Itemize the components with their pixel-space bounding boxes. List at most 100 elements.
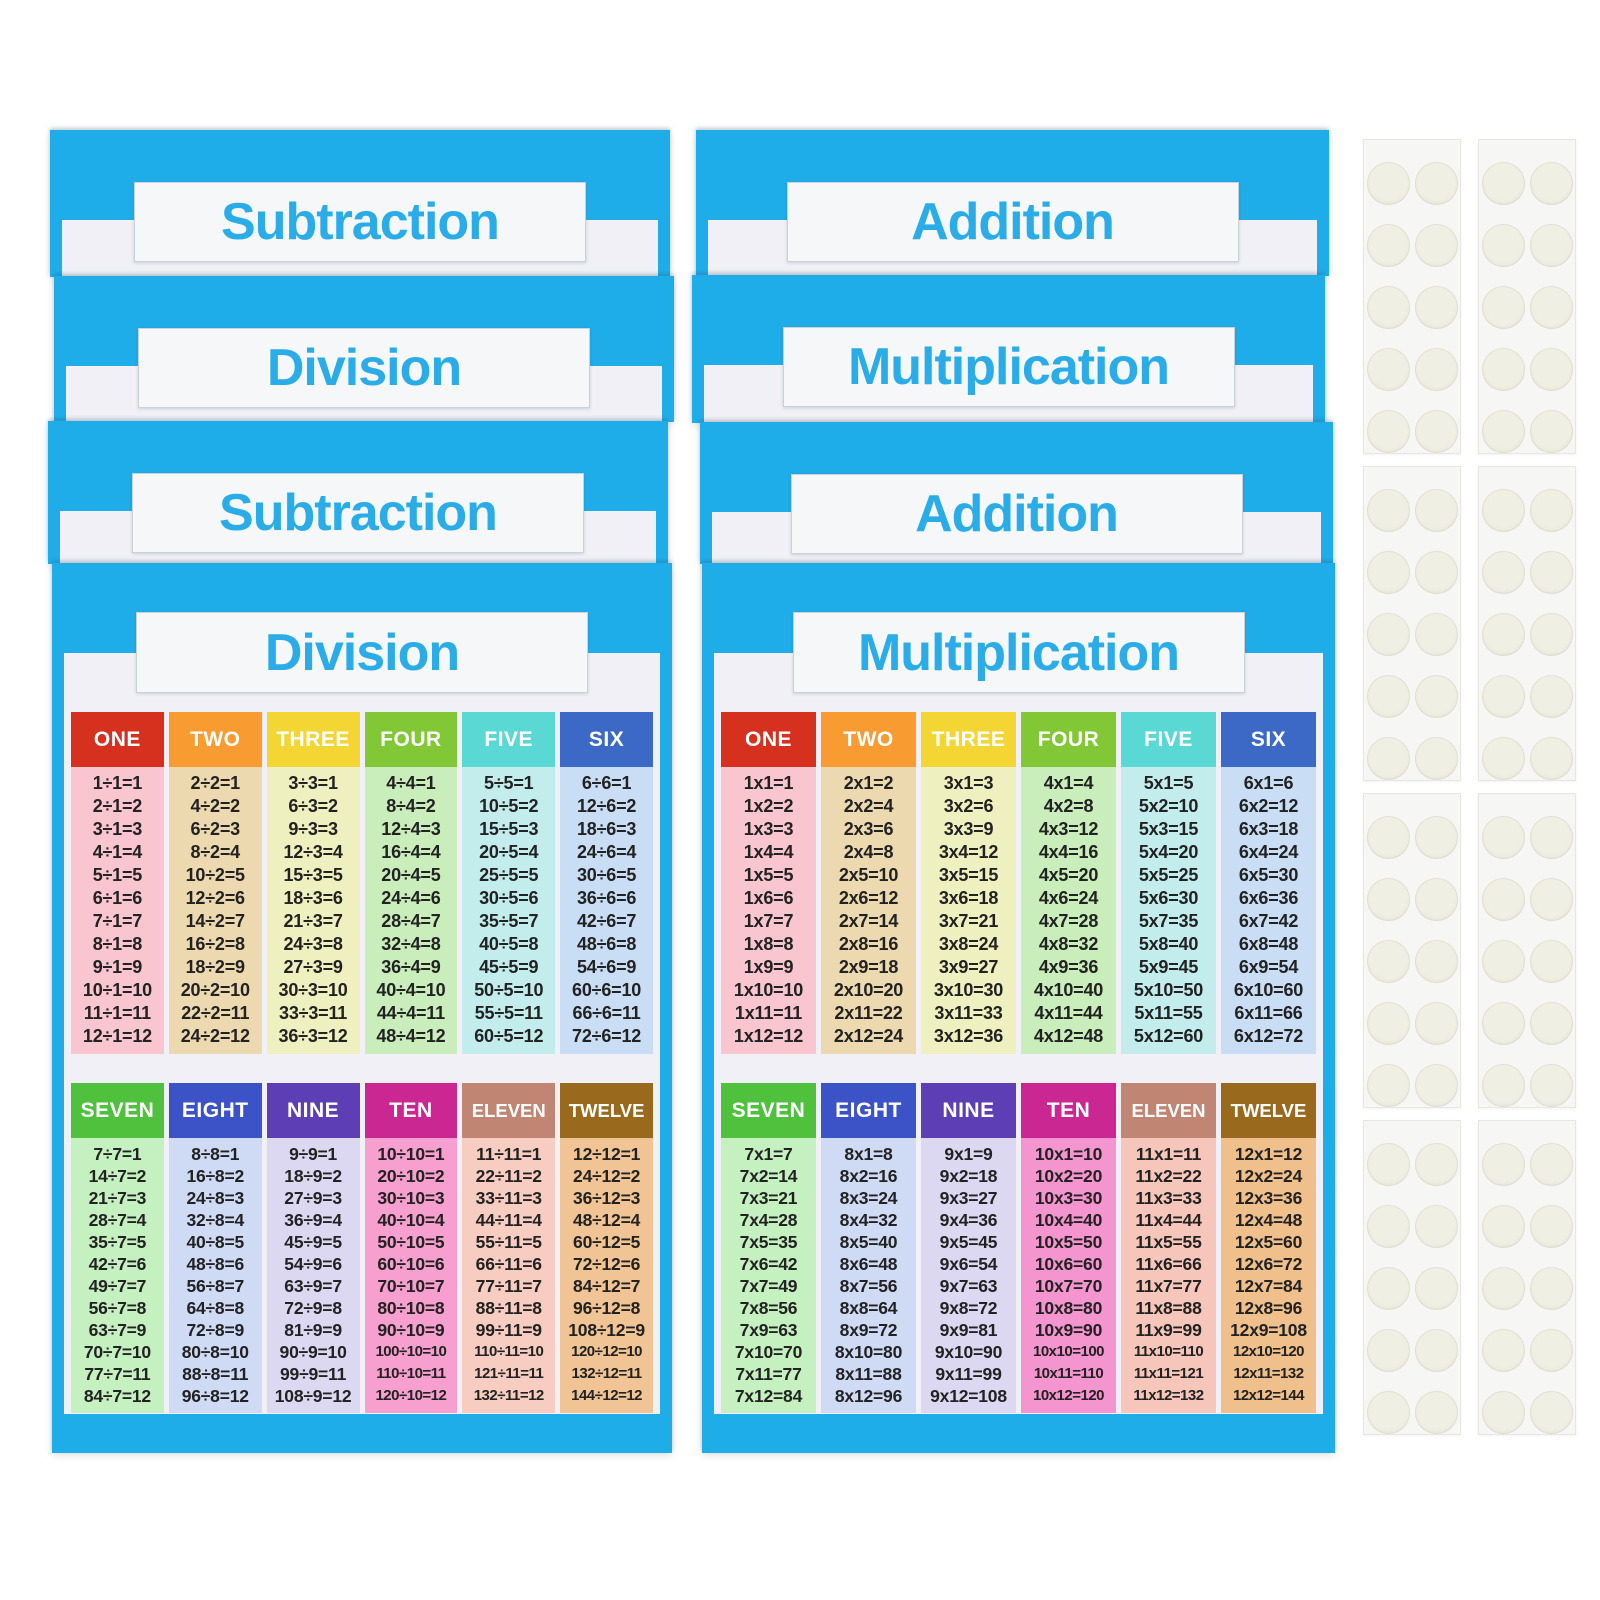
equation-cell: 9x3=27 — [939, 1188, 998, 1208]
column-header-label: ONE — [744, 727, 792, 751]
sticker-dot — [1414, 1391, 1458, 1434]
column-header-label: TWELVE — [1230, 1099, 1307, 1121]
equation-cell: 21÷7=3 — [88, 1188, 147, 1208]
column-header-label: ELEVEN — [471, 1099, 546, 1121]
poster-title-banner: Addition — [786, 182, 1239, 262]
equation-cell: 22÷2=11 — [181, 1003, 250, 1023]
column-header: NINE — [266, 1083, 360, 1138]
equation-cell: 9÷1=9 — [92, 957, 143, 977]
equation-cell: 44÷11=4 — [475, 1210, 542, 1230]
equation-cell: 20÷4=5 — [381, 865, 441, 885]
equation-cell: 8x3=24 — [839, 1188, 898, 1208]
equation-cell: 10÷2=5 — [185, 865, 245, 885]
equation-cell: 100÷10=10 — [375, 1343, 447, 1360]
equation-cell: 12x11=132 — [1233, 1365, 1304, 1382]
equation-cell: 24÷8=3 — [186, 1188, 245, 1208]
column-header: FOUR — [1021, 712, 1116, 767]
equation-cell: 9x9=81 — [939, 1320, 998, 1340]
equation-cell: 9÷3=3 — [288, 819, 338, 839]
equation-cell: 36÷3=12 — [278, 1026, 348, 1046]
equation-cell: 10x7=70 — [1034, 1276, 1103, 1296]
equation-cell: 50÷10=5 — [377, 1232, 445, 1252]
column-header: TWO — [168, 712, 262, 767]
column-header-label: FIVE — [1144, 727, 1193, 751]
sticker-dot — [1481, 940, 1525, 983]
sticker-dot — [1366, 1267, 1410, 1310]
column-header: ELEVEN — [1121, 1083, 1216, 1138]
column-header: TWELVE — [1221, 1083, 1316, 1138]
equation-cell: 4x4=16 — [1038, 842, 1099, 862]
equation-cell: 18÷6=3 — [576, 819, 637, 839]
column-header-label: NINE — [942, 1098, 995, 1122]
sticker-dot — [1366, 348, 1410, 391]
equation-cell: 8x12=96 — [834, 1386, 903, 1406]
equation-cell: 14÷7=2 — [88, 1166, 147, 1186]
sticker-dot — [1529, 878, 1573, 921]
equation-cell: 2x5=10 — [838, 865, 899, 885]
poster-title-banner: Multiplication — [792, 612, 1245, 693]
sticker-dot — [1481, 816, 1525, 859]
equation-cell: 4x7=28 — [1038, 911, 1099, 931]
equation-cell: 1x7=7 — [743, 911, 794, 931]
sticker-dot — [1481, 1267, 1525, 1310]
equation-cell: 7x1=7 — [744, 1144, 793, 1164]
equation-cell: 12x5=60 — [1234, 1232, 1303, 1252]
equation-cell: 1x6=6 — [743, 888, 794, 908]
equation-cell: 3x2=6 — [943, 796, 994, 816]
equation-cell: 5x3=15 — [1138, 819, 1199, 839]
equation-cell: 20÷2=10 — [180, 980, 250, 1000]
equation-cell: 10x6=60 — [1034, 1254, 1103, 1274]
equation-cell: 4÷2=2 — [190, 796, 241, 816]
column-header: FOUR — [364, 712, 458, 767]
equation-cell: 5x4=20 — [1138, 842, 1199, 862]
equation-cell: 2x3=6 — [843, 819, 894, 839]
equation-cell: 50÷5=10 — [474, 980, 544, 1000]
sticker-dot — [1414, 1143, 1458, 1186]
equation-cell: 8x7=56 — [839, 1276, 898, 1296]
equation-cell: 45÷5=9 — [479, 957, 539, 977]
sticker-dot — [1481, 1143, 1525, 1186]
poster-title-banner: Division — [136, 612, 588, 693]
equation-cell: 9x11=99 — [935, 1364, 1002, 1384]
equation-cell: 4x11=44 — [1034, 1003, 1103, 1023]
equation-cell: 1x4=4 — [743, 842, 794, 862]
sticker-dot — [1414, 551, 1458, 594]
equation-cell: 1x11=11 — [734, 1003, 803, 1023]
equation-cell: 108÷12=9 — [568, 1320, 645, 1340]
sticker-dot — [1481, 878, 1525, 921]
equation-cell: 11x11=121 — [1133, 1365, 1204, 1382]
poster-title: Multiplication — [857, 623, 1180, 682]
equation-cell: 132÷12=11 — [571, 1365, 643, 1382]
equation-cell: 4x8=32 — [1038, 934, 1099, 954]
equation-cell: 88÷11=8 — [475, 1298, 542, 1318]
sticker-dot — [1414, 1002, 1458, 1045]
equation-cell: 2x2=4 — [843, 796, 894, 816]
equation-cell: 48÷8=6 — [186, 1254, 245, 1274]
sticker-dot — [1414, 675, 1458, 718]
equation-cell: 81÷9=9 — [284, 1320, 342, 1340]
equation-cell: 11x9=99 — [1135, 1320, 1202, 1340]
equation-cell: 8x4=32 — [839, 1210, 898, 1230]
column-header: TEN — [364, 1083, 458, 1138]
equation-cell: 30÷6=5 — [576, 865, 637, 885]
poster-title-banner: Addition — [790, 474, 1243, 554]
equation-cell: 121÷11=11 — [474, 1365, 544, 1382]
column-header: ELEVEN — [462, 1083, 556, 1138]
equation-cell: 4x10=40 — [1033, 980, 1104, 1000]
poster-division-back: Division — [54, 276, 674, 422]
equation-cell: 72÷8=9 — [186, 1320, 245, 1340]
sticker-dot — [1366, 737, 1410, 780]
column-header-label: FOUR — [380, 727, 442, 751]
equation-cell: 99÷11=9 — [475, 1320, 542, 1340]
sticker-dot — [1414, 1267, 1458, 1310]
equation-cell: 5x8=40 — [1138, 934, 1199, 954]
equation-cell: 11x12=132 — [1133, 1387, 1204, 1404]
